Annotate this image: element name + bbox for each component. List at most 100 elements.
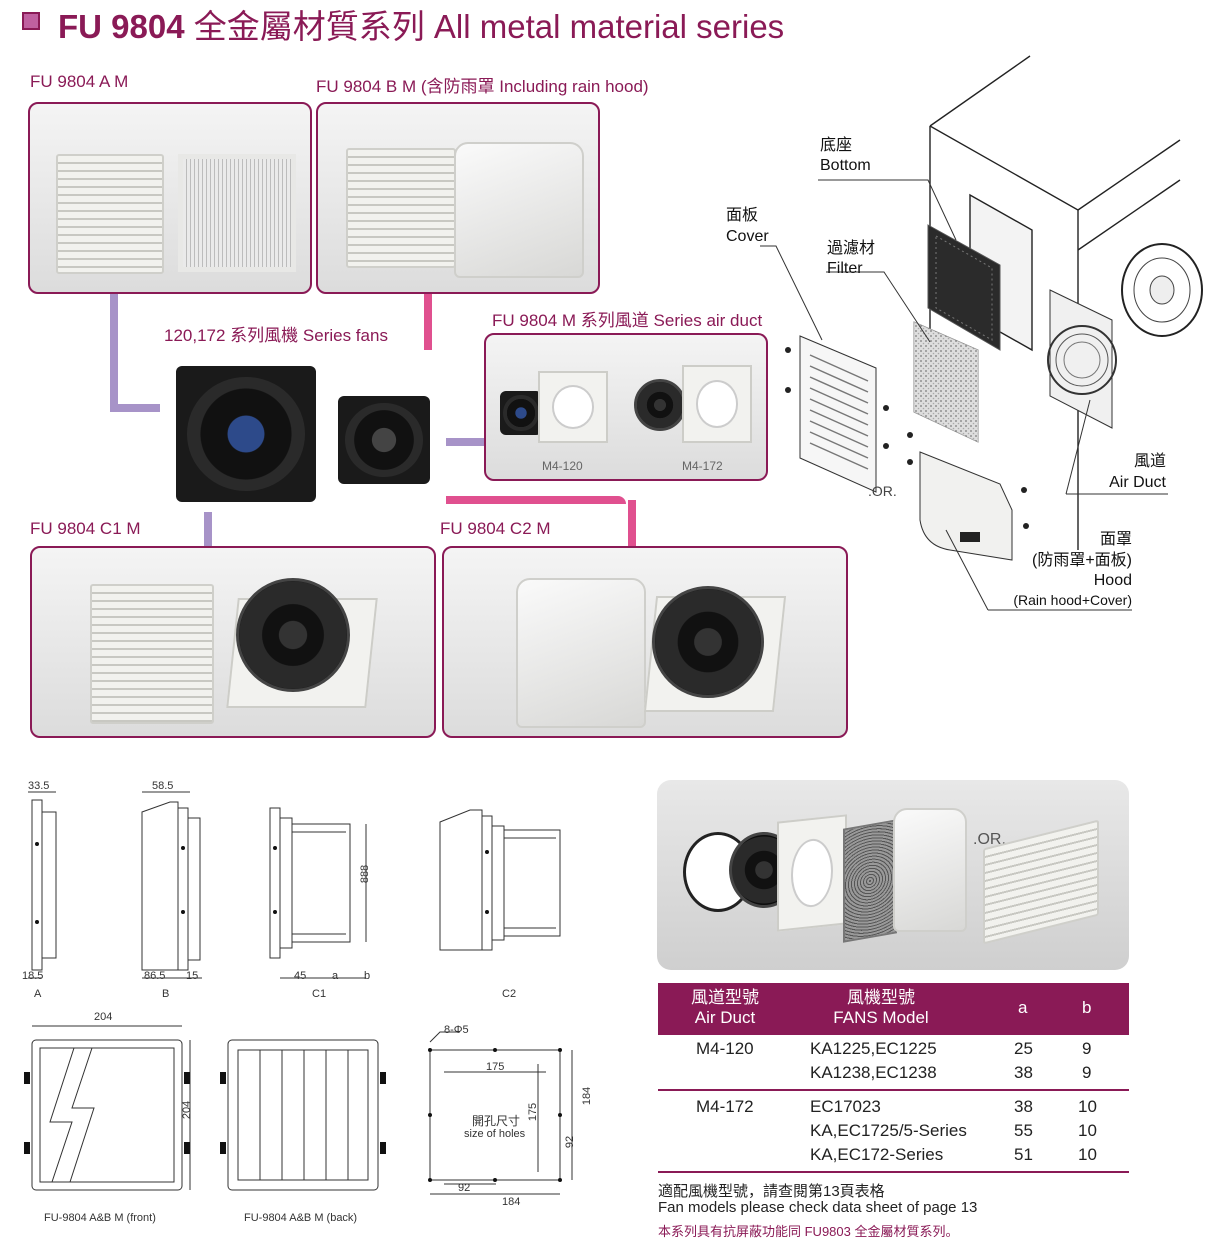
label-hood-zh2: (防雨罩+面板) [1031, 552, 1132, 569]
table-cell-duct: M4-172 [696, 1097, 754, 1116]
dim-holes-label: 8-Φ5 [444, 1024, 469, 1036]
connector-c1 [204, 512, 212, 546]
drawing-label-a: A [34, 988, 42, 1000]
dim-b-bottom2: 15 [186, 970, 199, 982]
head-a: a [1018, 998, 1028, 1017]
connector-c2-h [446, 496, 626, 504]
product-photo-c2m [442, 546, 848, 738]
dim-a-bottom: 18.5 [22, 970, 44, 982]
dim-c1-bottom1: 45 [294, 970, 307, 982]
duct-model-120: M4-120 [542, 459, 583, 473]
label-filter-zh: 過濾材 [827, 240, 876, 257]
product-label-c2m: FU 9804 C2 M [440, 519, 551, 538]
table-cell-b: 9 [1082, 1063, 1092, 1082]
label-cover-en: Cover [726, 228, 769, 245]
label-hood-en2: (Rain hood+Cover) [1013, 592, 1132, 608]
label-airduct-zh: 風道 [1133, 453, 1166, 470]
grille-cover-image [346, 148, 456, 268]
label-hood-en: Hood [1093, 572, 1132, 589]
filter-image [843, 819, 897, 943]
table-header: 風道型號 Air Duct 風機型號 FANS Model a b [658, 983, 1129, 1035]
drawing-label-c2: C2 [502, 988, 517, 1000]
duct-image [777, 814, 847, 932]
product-label-am: FU 9804 A M [30, 72, 129, 91]
table-cell-fan: KA1238,EC1238 [810, 1063, 937, 1082]
duct-172-image [682, 365, 752, 443]
rain-hood-image [454, 142, 584, 278]
dim-holes-92v: 92 [564, 1135, 577, 1149]
dim-front-width: 204 [94, 1011, 113, 1023]
air-duct-photo: M4-120 M4-172 [484, 333, 768, 481]
title-bullet-icon [22, 12, 40, 30]
dim-holes-184v: 184 [581, 1086, 594, 1106]
table-cell-fan: KA,EC172-Series [810, 1145, 944, 1164]
fan-image [236, 578, 350, 692]
table-cell-a: 38 [1014, 1063, 1033, 1082]
dim-b-top: 58.5 [152, 780, 174, 792]
dim-front-height: 204 [181, 1100, 194, 1120]
label-airduct-en: Air Duct [1109, 474, 1166, 491]
table-cell-a: 55 [1014, 1121, 1033, 1140]
dim-c1-height: 888 [359, 864, 372, 884]
table-cell-a: 51 [1014, 1145, 1033, 1164]
duct-model-172: M4-172 [682, 459, 723, 473]
label-bottom-en: Bottom [820, 157, 871, 174]
spec-table: 風道型號 Air Duct 風機型號 FANS Model a b M4-120… [658, 983, 1129, 1173]
table-cell-a: 38 [1014, 1097, 1033, 1116]
label-hood-zh1: 面罩 [1099, 531, 1132, 548]
connector-c2-v [628, 500, 636, 546]
table-cell-b: 10 [1078, 1145, 1097, 1164]
table-group-m4-172: M4-172 EC17023 38 10 KA,EC1725/5-Series … [658, 1091, 1129, 1173]
label-cover-zh: 面板 [726, 207, 759, 224]
holes-title-en: size of holes [464, 1128, 526, 1140]
note-en: Fan models please check data sheet of pa… [658, 1199, 978, 1216]
back-caption: FU-9804 A&B M (back) [244, 1212, 358, 1224]
series-fans-label: 120,172 系列風機 Series fans [164, 326, 388, 345]
table-cell-a: 25 [1014, 1039, 1033, 1058]
table-cell-b: 9 [1082, 1039, 1092, 1058]
assembly-photo: .OR. [657, 780, 1129, 970]
exploded-diagram [760, 55, 1203, 611]
label-bottom-zh: 底座 [820, 137, 853, 154]
product-label-c1m: FU 9804 C1 M [30, 519, 141, 538]
connector-am-h [110, 404, 160, 412]
hood-image [893, 808, 967, 932]
drawing-label-c1: C1 [312, 988, 327, 1000]
product-photo-am [28, 102, 312, 294]
front-caption: FU-9804 A&B M (front) [44, 1212, 156, 1224]
head-fans-en: FANS Model [833, 1008, 929, 1027]
head-duct-en: Air Duct [694, 1008, 756, 1027]
dim-a-top: 33.5 [28, 780, 50, 792]
table-cell-fan: EC17023 [810, 1097, 881, 1116]
note-shielding: 本系列具有抗屏蔽功能同 FU9803 全金屬材質系列。 [658, 1224, 959, 1239]
fan-120-image [338, 396, 430, 484]
filter-panel-image [178, 154, 296, 272]
dim-holes-92h: 92 [458, 1182, 471, 1194]
dim-holes-175v: 175 [527, 1102, 540, 1122]
head-fans-zh: 風機型號 [847, 988, 915, 1007]
grille-cover-image [56, 154, 164, 274]
table-cell-b: 10 [1078, 1097, 1097, 1116]
connector-bm [424, 292, 432, 350]
head-duct-zh: 風道型號 [691, 988, 759, 1007]
head-b: b [1082, 998, 1092, 1017]
table-group-m4-120: M4-120 KA1225,EC1225 25 9 KA1238,EC1238 … [658, 1035, 1129, 1091]
fan-120-small-image [500, 391, 542, 435]
fan-image [652, 586, 764, 698]
dim-holes-175h: 175 [486, 1061, 505, 1073]
fan-172-small-image [634, 379, 686, 431]
dim-c1-bottom3: b [364, 970, 371, 982]
product-photo-c1m [30, 546, 436, 738]
page-title: FU 9804 全金屬材質系列 All metal material serie… [58, 8, 785, 45]
connector-am [110, 292, 118, 412]
product-label-bm: FU 9804 B M (含防雨罩 Including rain hood) [316, 77, 649, 96]
rain-hood-image [516, 578, 646, 728]
dim-holes-184h: 184 [502, 1196, 521, 1208]
duct-120-image [538, 371, 608, 443]
air-duct-label: FU 9804 M 系列風道 Series air duct [492, 311, 763, 330]
note-zh: 適配風機型號，請查閱第13頁表格 [658, 1183, 885, 1200]
connector-duct [446, 438, 486, 446]
table-cell-duct: M4-120 [696, 1039, 754, 1058]
product-photo-bm [316, 102, 600, 294]
dim-b-bottom1: 86.5 [144, 970, 166, 982]
